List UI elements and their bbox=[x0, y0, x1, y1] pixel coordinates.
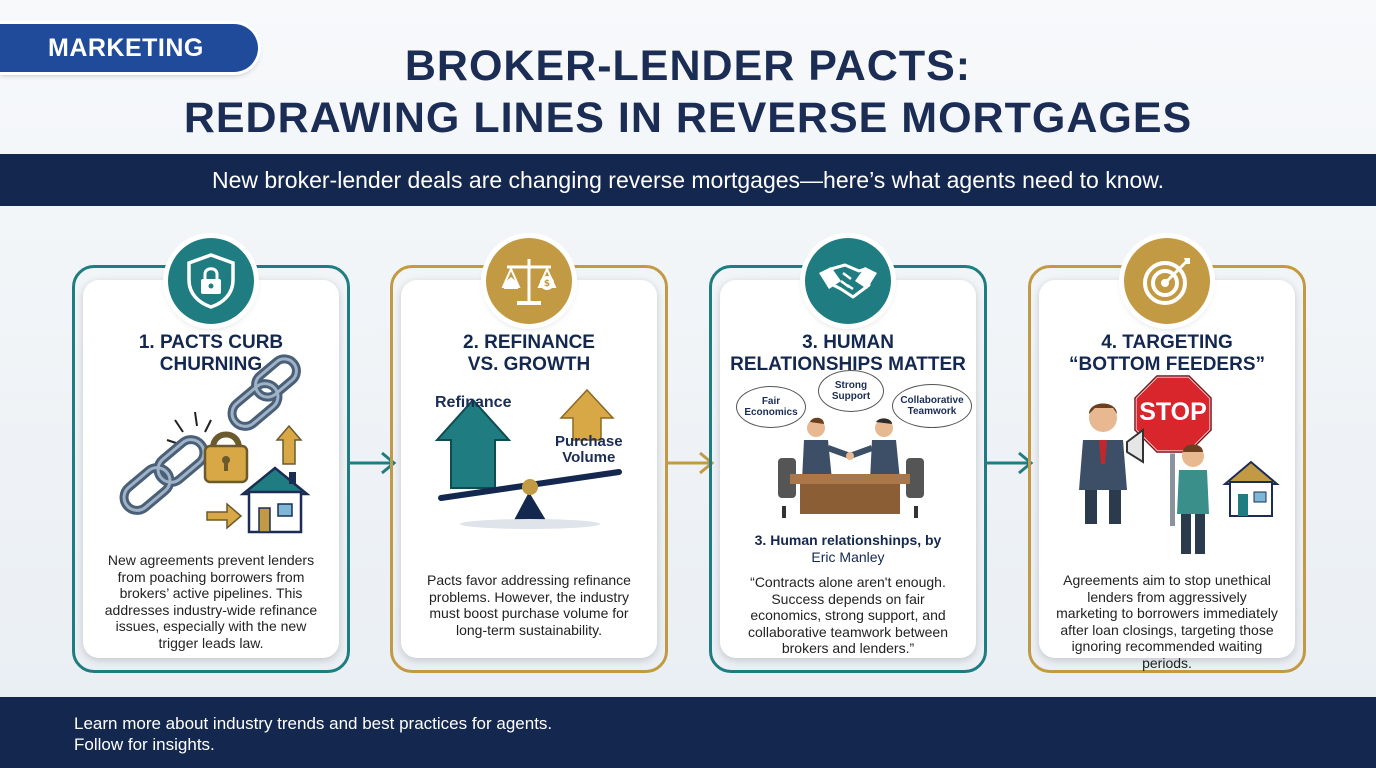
target-icon bbox=[1124, 238, 1210, 324]
purchase-volume-label: Purchase Volume bbox=[555, 434, 623, 466]
card-1-title: 1. PACTS CURB CHURNING bbox=[138, 332, 284, 375]
page-title-line-2: REDRAWING LINES IN REVERSE MORTGAGES bbox=[183, 94, 1193, 142]
category-badge-label: MARKETING bbox=[48, 33, 204, 62]
card-2-panel: $ 2. REFINANCE VS. GROWTH Refinance Purc… bbox=[401, 238, 657, 658]
bubble-1-line-2: Economics bbox=[744, 407, 798, 418]
card-4-body: Agreements aim to stop unethical lenders… bbox=[1056, 572, 1278, 671]
broken-chain-house-illustration bbox=[119, 354, 311, 534]
card-targeting-bottom-feeders: 4. TARGETING “BOTTOM FEEDERS” bbox=[1028, 238, 1306, 673]
quote-author: Eric Manley bbox=[811, 548, 885, 565]
arrow-right-icon bbox=[668, 451, 715, 475]
card-3-body: “Contracts alone aren't enough. Success … bbox=[748, 574, 948, 656]
volume-label: Volume bbox=[562, 449, 616, 466]
subtitle-bar: New broker-lender deals are changing rev… bbox=[0, 154, 1376, 206]
bubble-3-line-2: Teamwork bbox=[907, 406, 957, 417]
meeting-handshake-illustration bbox=[778, 417, 924, 518]
footer-line-1: Learn more about industry trends and bes… bbox=[74, 714, 553, 733]
card-2-title: 2. REFINANCE VS. GROWTH bbox=[463, 332, 595, 375]
card-1-body: New agreements prevent lenders from poac… bbox=[104, 552, 318, 651]
balance-scale-icon: $ bbox=[486, 238, 572, 324]
subtitle-text: New broker-lender deals are changing rev… bbox=[211, 166, 1165, 193]
card-3-quote-heading: 3. Human relationshinps, by Eric Manley bbox=[736, 532, 960, 565]
page-title-line-1: BROKER-LENDER PACTS: bbox=[404, 42, 972, 90]
card-refinance-vs-growth: $ 2. REFINANCE VS. GROWTH Refinance Purc… bbox=[390, 238, 668, 673]
footer-line-2: Follow for insights. bbox=[74, 735, 215, 754]
bubble-1-line-1: Fair bbox=[761, 396, 781, 407]
svg-text:$: $ bbox=[544, 279, 550, 289]
handshake-icon bbox=[805, 238, 891, 324]
bubble-3-line-1: Collaborative bbox=[900, 395, 964, 406]
stop-sign-illustration bbox=[1079, 374, 1280, 554]
bubble-2-line-1: Strong bbox=[834, 380, 868, 391]
card-4-title: 4. TARGETING “BOTTOM FEEDERS” bbox=[1069, 332, 1265, 375]
bubble-2-line-2: Support bbox=[831, 391, 871, 402]
card-1-panel: 1. PACTS CURB CHURNING bbox=[83, 238, 339, 658]
footer-bar: Learn more about industry trends and bes… bbox=[0, 697, 1376, 768]
category-badge: MARKETING bbox=[0, 24, 258, 72]
page-title: BROKER-LENDER PACTS: REDRAWING LINES IN … bbox=[120, 40, 1256, 144]
stop-sign-text: STOP bbox=[1139, 398, 1207, 426]
card-4-panel: 4. TARGETING “BOTTOM FEEDERS” bbox=[1039, 238, 1295, 671]
arrow-right-icon bbox=[350, 451, 397, 475]
refinance-seesaw-illustration bbox=[434, 388, 622, 529]
card-2-body: Pacts favor addressing refinance problem… bbox=[427, 572, 631, 638]
arrow-right-icon bbox=[987, 451, 1034, 475]
card-pacts-curb-churning: 1. PACTS CURB CHURNING bbox=[72, 238, 350, 673]
quote-heading-line-1: 3. Human relationshinps, by bbox=[754, 532, 942, 548]
refinance-label: Refinance bbox=[435, 394, 512, 411]
card-3-title: 3. HUMAN RELATIONSHIPS MATTER bbox=[730, 332, 966, 375]
shield-lock-icon bbox=[168, 238, 254, 324]
purchase-label: Purchase bbox=[555, 433, 623, 450]
